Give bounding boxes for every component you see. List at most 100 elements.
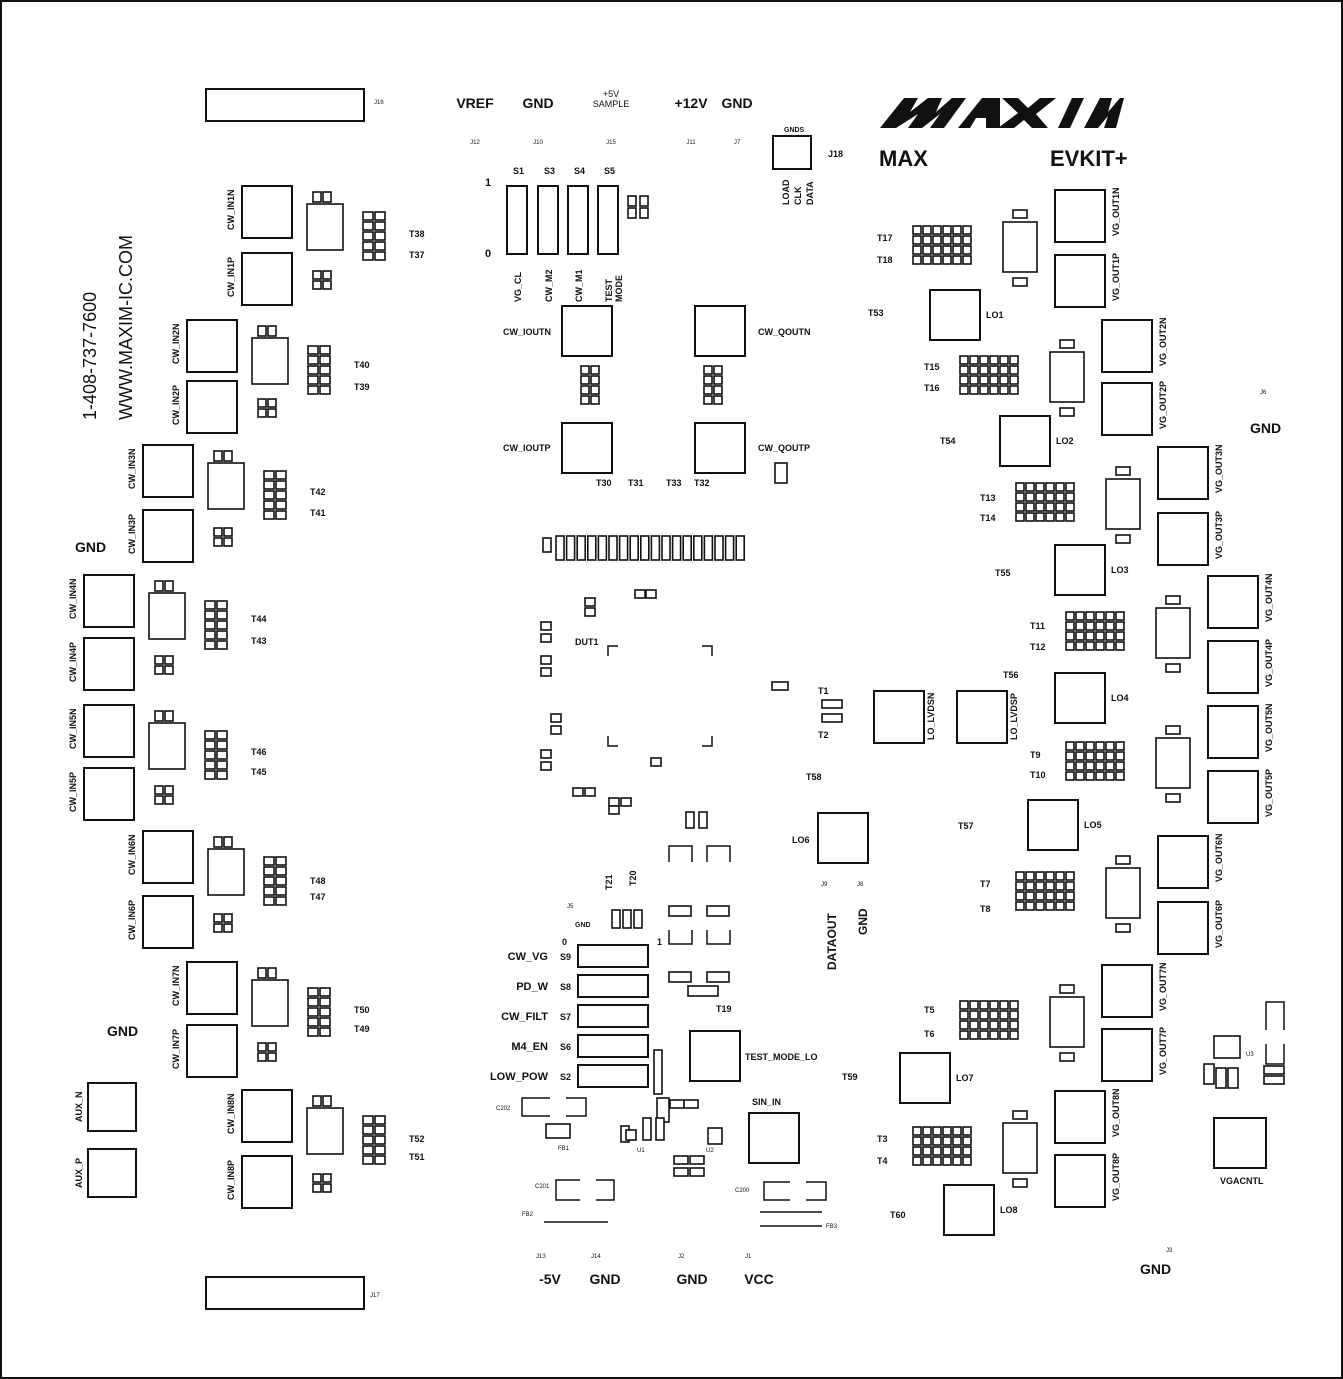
pad-cw-in2p[interactable]: [186, 380, 238, 434]
cap-array: [1065, 891, 1075, 901]
pad-vg-out3n[interactable]: [1157, 446, 1209, 500]
switch-row-ref-1: S8: [560, 982, 571, 992]
center-cap: [590, 365, 600, 375]
pad-lo2[interactable]: [999, 415, 1051, 467]
pad-cw-qoutn[interactable]: [694, 305, 746, 357]
u1-pad: [625, 1129, 637, 1141]
pad-cw-ioutn[interactable]: [561, 305, 613, 357]
pad-lo8[interactable]: [943, 1184, 995, 1236]
pad-lo6[interactable]: [817, 812, 869, 864]
pad-vg-out4p[interactable]: [1207, 640, 1259, 694]
j18-clk: CLK: [793, 186, 803, 205]
pad-lo-lvdsn[interactable]: [873, 690, 925, 744]
transformer-caps: [275, 876, 287, 886]
pad-vg-out7n[interactable]: [1101, 964, 1153, 1018]
relay: [148, 592, 186, 640]
pad-cw-in3n[interactable]: [142, 444, 194, 498]
pad-vg-out8p[interactable]: [1054, 1154, 1106, 1208]
pad-cw-ioutp[interactable]: [561, 422, 613, 474]
pad-cw-in1p[interactable]: [241, 252, 293, 306]
pad-vg-out5n[interactable]: [1207, 705, 1259, 759]
pad-cw-in3p[interactable]: [142, 509, 194, 563]
resistor: [671, 535, 682, 561]
relay: [1002, 221, 1038, 273]
pad-lo1[interactable]: [929, 289, 981, 341]
transformer-caps: [307, 355, 319, 365]
pad-vg-out1p[interactable]: [1054, 254, 1106, 308]
relay: [1155, 607, 1191, 659]
cap-array: [1035, 482, 1045, 492]
pad-aux-n[interactable]: [87, 1082, 137, 1132]
j5-gnd: GND: [575, 922, 591, 929]
pad-cw-in8p[interactable]: [241, 1155, 293, 1209]
switch-s9[interactable]: [577, 944, 649, 968]
pad-cw-qoutp[interactable]: [694, 422, 746, 474]
cap-array: [922, 1156, 932, 1166]
header-j17[interactable]: [205, 1276, 365, 1310]
pad-sin-in[interactable]: [748, 1112, 800, 1164]
mid-passive: [698, 811, 708, 829]
pad-cw-in6n[interactable]: [142, 830, 194, 884]
t21: T21: [604, 874, 614, 890]
switch-top-3[interactable]: [597, 185, 619, 255]
switch-s8[interactable]: [577, 974, 649, 998]
pad-vg-out1n[interactable]: [1054, 189, 1106, 243]
pad-lo-lvdsp[interactable]: [956, 690, 1008, 744]
cap-array: [979, 365, 989, 375]
pad-vgacntl[interactable]: [1213, 1117, 1267, 1169]
pad-vg-out2n[interactable]: [1101, 319, 1153, 373]
dut-passive: [540, 761, 552, 771]
pad-cw-in4n[interactable]: [83, 574, 135, 628]
pad-cw-in2n[interactable]: [186, 319, 238, 373]
pad-lo3[interactable]: [1054, 544, 1106, 596]
cap-array: [932, 1146, 942, 1156]
pad-cw-in7n[interactable]: [186, 961, 238, 1015]
pad-cw-in6p[interactable]: [142, 895, 194, 949]
j18-title: GNDS: [784, 127, 805, 134]
pad-vg-out3p[interactable]: [1157, 512, 1209, 566]
switch-s6[interactable]: [577, 1034, 649, 1058]
pad-vg-out6n[interactable]: [1157, 835, 1209, 889]
pad-vg-out5p[interactable]: [1207, 770, 1259, 824]
pad-vg-out7p[interactable]: [1101, 1028, 1153, 1082]
transformer-caps: [216, 760, 228, 770]
switch-s2[interactable]: [577, 1064, 649, 1088]
terminal-ref-3: J11: [686, 140, 696, 146]
header-j16[interactable]: [205, 88, 365, 122]
switch-top-2[interactable]: [567, 185, 589, 255]
pad-cw-in8n[interactable]: [241, 1089, 293, 1143]
mid-passive: [668, 971, 692, 983]
pad-cw-in5p[interactable]: [83, 767, 135, 821]
pad-vg-out8n[interactable]: [1054, 1090, 1106, 1144]
resistor: [1115, 466, 1131, 476]
ref-j5: J5: [567, 904, 574, 910]
switch-row-ref-2: S7: [560, 1012, 571, 1022]
switch-top-0[interactable]: [506, 185, 528, 255]
pad-aux-p[interactable]: [87, 1148, 137, 1198]
pad-vg-out2p[interactable]: [1101, 382, 1153, 436]
pad-cw-in5n[interactable]: [83, 704, 135, 758]
transformer-caps: [319, 375, 331, 385]
pad-test-mode-lo[interactable]: [689, 1030, 741, 1082]
pad-cw-in1n[interactable]: [241, 185, 293, 239]
cap-array: [1055, 871, 1065, 881]
cap-array: [1065, 621, 1075, 631]
pad-vg-out4n[interactable]: [1207, 575, 1259, 629]
pad-cw-in7p[interactable]: [186, 1024, 238, 1078]
switch-top-1[interactable]: [537, 185, 559, 255]
pad-lo7[interactable]: [899, 1052, 951, 1104]
jumper-j18[interactable]: [772, 135, 812, 170]
cap-array: [1055, 512, 1065, 522]
cap-array: [962, 255, 972, 265]
pad-vg-out6p[interactable]: [1157, 901, 1209, 955]
relay: [148, 722, 186, 770]
pad-cw-in4p[interactable]: [83, 637, 135, 691]
pad-lo5[interactable]: [1027, 799, 1079, 851]
t56: T56: [1003, 670, 1019, 680]
switch-s7[interactable]: [577, 1004, 649, 1028]
center-cap: [580, 395, 590, 405]
fb1: [545, 1123, 571, 1139]
pad-lo4[interactable]: [1054, 672, 1106, 724]
resistor: [223, 923, 233, 933]
cap-array: [1105, 741, 1115, 751]
